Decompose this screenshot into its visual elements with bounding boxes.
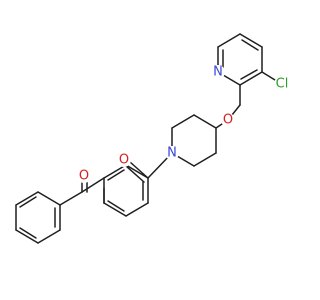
nitrogen-label: N bbox=[213, 65, 223, 80]
bond bbox=[103, 202, 127, 217]
bond bbox=[129, 161, 149, 179]
bond bbox=[81, 177, 105, 193]
atom-n-pyridine: N bbox=[211, 65, 225, 80]
atom-n-piperidine: N bbox=[165, 146, 179, 161]
bond bbox=[37, 191, 61, 206]
bond bbox=[240, 69, 258, 80]
bond bbox=[125, 165, 145, 183]
oxygen-label: O bbox=[119, 153, 129, 168]
atom-o-ketone-upper: O bbox=[117, 153, 131, 168]
atom-o-ether: O bbox=[221, 113, 235, 128]
bond bbox=[125, 164, 149, 179]
atom-cl: Cl bbox=[274, 76, 290, 92]
bond bbox=[19, 227, 37, 239]
bond bbox=[239, 71, 263, 86]
bond bbox=[217, 33, 241, 48]
bond bbox=[239, 33, 263, 48]
oxygen-label: O bbox=[79, 169, 89, 184]
atom-o-ketone-lower: O bbox=[77, 169, 91, 184]
bond bbox=[193, 114, 217, 129]
molecule-diagram: N Cl O N O O bbox=[15, 33, 290, 244]
bond bbox=[107, 169, 125, 181]
bond bbox=[37, 229, 61, 244]
bond bbox=[103, 164, 127, 179]
bond bbox=[59, 191, 83, 206]
bond bbox=[19, 196, 37, 208]
oxygen-label: O bbox=[223, 113, 233, 128]
bond bbox=[171, 114, 195, 129]
bond bbox=[261, 71, 276, 81]
bond bbox=[15, 191, 39, 206]
chlorine-label: Cl bbox=[276, 77, 289, 92]
bond bbox=[15, 229, 39, 244]
nitrogen-label: N bbox=[167, 146, 177, 161]
bond bbox=[193, 152, 217, 167]
bond bbox=[107, 200, 125, 212]
bond bbox=[125, 202, 149, 217]
bond bbox=[241, 39, 259, 51]
structure-canvas: N Cl O N O O bbox=[15, 33, 290, 244]
